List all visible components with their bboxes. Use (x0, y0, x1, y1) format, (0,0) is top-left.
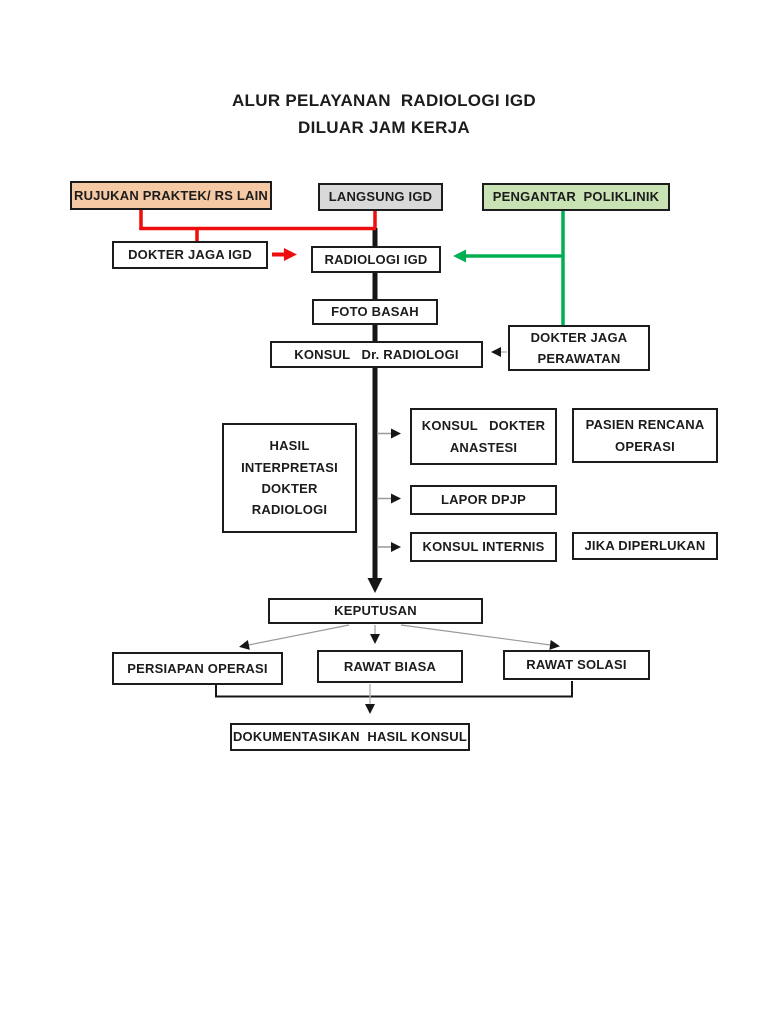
node-label: LAPOR DPJP (440, 492, 527, 508)
bottom-bracket-line (215, 681, 573, 698)
node-dokter-jaga-perawatan: DOKTER JAGA PERAWATAN (508, 325, 650, 371)
node-label: FOTO BASAH (331, 304, 419, 320)
node-label: PASIEN RENCANA OPERASI (585, 417, 705, 454)
node-dokter-jaga-igd: DOKTER JAGA IGD (112, 241, 268, 269)
node-radiologi-igd: RADIOLOGI IGD (311, 246, 441, 273)
node-pasien-rencana-operasi: PASIEN RENCANA OPERASI (572, 408, 718, 463)
node-konsul-internis: KONSUL INTERNIS (410, 532, 557, 562)
arrow-keputusan-to-persiapan (239, 624, 350, 650)
node-label: KONSUL INTERNIS (422, 539, 545, 555)
node-pengantar-poliklinik: PENGANTAR POLIKLINIK (482, 183, 670, 211)
node-langsung-igd: LANGSUNG IGD (318, 183, 443, 211)
node-label: KONSUL Dr. RADIOLOGI (294, 346, 459, 362)
node-label: RAWAT SOLASI (526, 657, 627, 673)
node-jika-diperlukan: JIKA DIPERLUKAN (572, 532, 718, 560)
node-label: PERSIAPAN OPERASI (127, 660, 268, 676)
node-hasil-interpretasi-dokter-radiologi: HASIL INTERPRETASI DOKTER RADIOLOGI (222, 423, 357, 533)
node-lapor-dpjp: LAPOR DPJP (410, 485, 557, 515)
node-rawat-biasa: RAWAT BIASA (317, 650, 463, 683)
node-label: RADIOLOGI IGD (324, 251, 428, 267)
diagram-title: ALUR PELAYANAN RADIOLOGI IGD DILUAR JAM … (231, 91, 537, 137)
node-label: KEPUTUSAN (334, 603, 417, 619)
node-label: DOKTER JAGA IGD (128, 247, 252, 263)
node-label: PENGANTAR POLIKLINIK (492, 189, 660, 205)
node-label: LANGSUNG IGD (328, 189, 433, 205)
node-persiapan-operasi: PERSIAPAN OPERASI (112, 652, 283, 685)
node-label: HASIL INTERPRETASI DOKTER RADIOLOGI (241, 438, 338, 518)
node-konsul-dr-radiologi: KONSUL Dr. RADIOLOGI (270, 341, 483, 368)
node-rujukan-praktek-rs-lain: RUJUKAN PRAKTEK/ RS LAIN (70, 181, 272, 210)
node-dokumentasikan-hasil-konsul: DOKUMENTASIKAN HASIL KONSUL (230, 723, 470, 751)
node-label: RUJUKAN PRAKTEK/ RS LAIN (73, 187, 269, 203)
node-foto-basah: FOTO BASAH (312, 299, 438, 325)
node-label: DOKTER JAGA PERAWATAN (530, 329, 628, 366)
node-keputusan: KEPUTUSAN (268, 598, 483, 624)
arrow-keputusan-to-rawat-solasi (400, 624, 560, 650)
node-rawat-solasi: RAWAT SOLASI (503, 650, 650, 680)
node-konsul-dokter-anastesi: KONSUL DOKTER ANASTESI (410, 408, 557, 465)
node-label: DOKUMENTASIKAN HASIL KONSUL (232, 729, 468, 745)
node-label: JIKA DIPERLUKAN (584, 538, 706, 554)
node-label: RAWAT BIASA (343, 658, 437, 674)
node-label: KONSUL DOKTER ANASTESI (421, 418, 546, 455)
